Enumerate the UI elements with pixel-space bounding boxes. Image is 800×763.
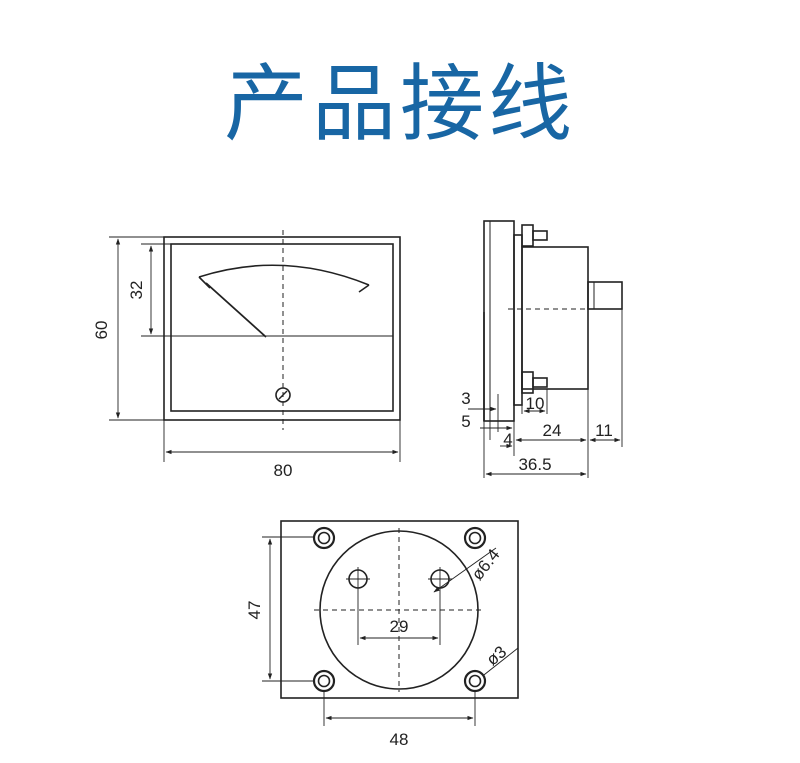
dim-label-4: 4 xyxy=(503,430,512,449)
meter-pointer xyxy=(205,282,267,338)
zero-adjust-screw xyxy=(275,387,291,403)
dim-label-cutout: ø6.4 xyxy=(468,545,504,584)
scale-right-tick xyxy=(358,284,370,293)
zero-adjust-slot xyxy=(278,390,288,400)
front-outer-frame xyxy=(163,236,401,421)
side-terminal-top-screw xyxy=(532,230,548,241)
mounting-screw-bottom-left xyxy=(312,669,336,693)
dim-label-47: 47 xyxy=(245,601,264,620)
front-inner-frame xyxy=(170,243,394,412)
front-view xyxy=(109,230,401,462)
scale-left-tick xyxy=(198,276,211,289)
dim-label-60: 60 xyxy=(92,321,111,340)
mounting-screw-top-left xyxy=(312,526,336,550)
dim-label-11: 11 xyxy=(595,421,613,440)
side-body xyxy=(521,246,589,390)
dim-label-5: 5 xyxy=(461,412,470,431)
page-title: 产品接线 xyxy=(223,55,576,153)
side-view xyxy=(468,220,623,478)
side-bezel-step xyxy=(513,234,523,406)
dim-label-29: 29 xyxy=(390,617,409,636)
mounting-plate xyxy=(280,520,519,699)
dim-label-48: 48 xyxy=(390,730,409,749)
mounting-screw-bottom-right xyxy=(463,669,487,693)
side-rear-stud xyxy=(587,281,623,310)
dim-label-3: 3 xyxy=(461,389,470,408)
leader-cutout xyxy=(433,547,497,593)
mounting-view xyxy=(262,520,519,726)
mounting-screw-top-right xyxy=(463,526,487,550)
side-terminal-top-nut xyxy=(521,224,534,247)
side-terminal-bottom-screw xyxy=(532,377,548,388)
side-panel-flange xyxy=(483,220,515,422)
dim-label-10: 10 xyxy=(526,394,545,413)
dim-label-36-5: 36.5 xyxy=(518,455,551,474)
dim-label-24: 24 xyxy=(543,421,562,440)
dim-label-80: 80 xyxy=(274,461,293,480)
scale-arc xyxy=(198,264,370,286)
dim-label-32: 32 xyxy=(127,281,146,300)
dim-label-hole: ø3 xyxy=(483,642,510,669)
side-terminal-bottom-nut xyxy=(521,371,534,394)
